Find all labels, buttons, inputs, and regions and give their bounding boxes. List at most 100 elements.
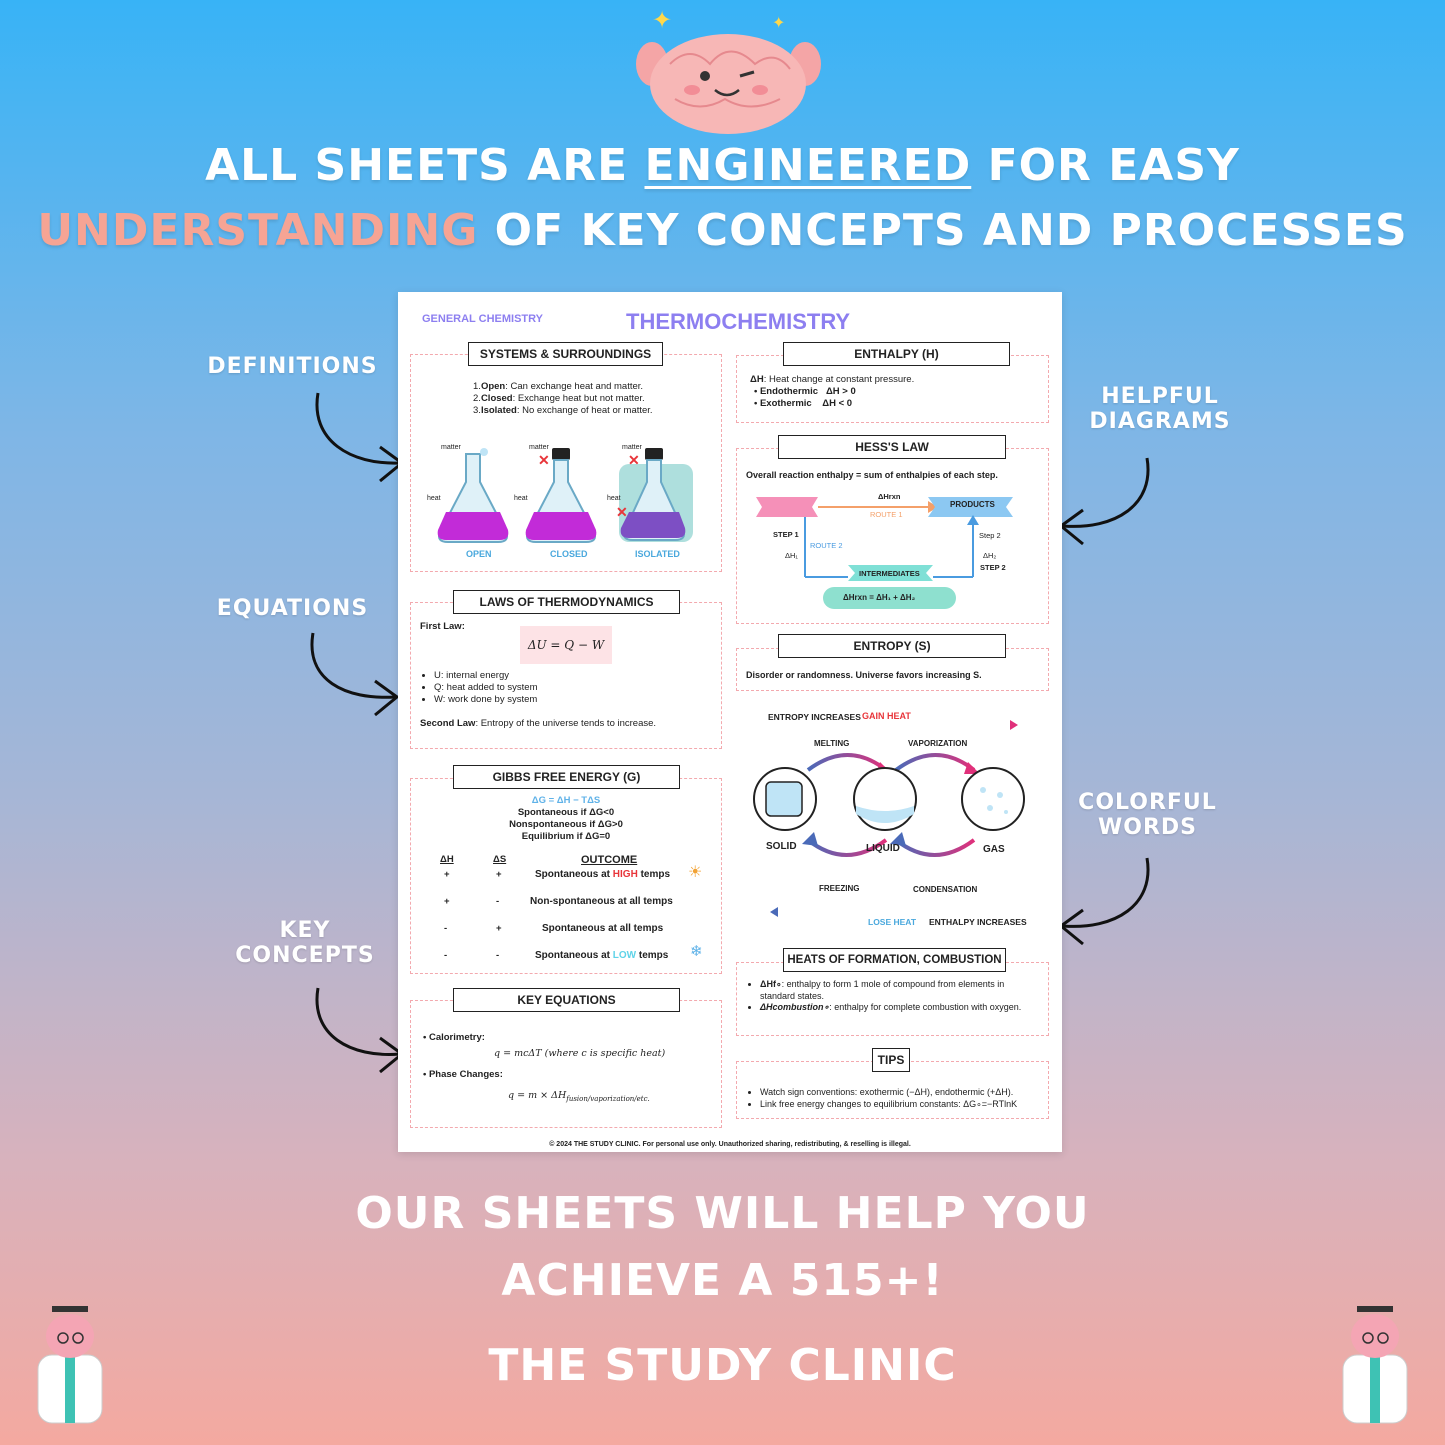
headline-underlined: ENGINEERED [644, 140, 972, 191]
liquid-label: LIQUID [866, 843, 900, 854]
gibbs-outcome: Spontaneous at all temps [542, 923, 664, 934]
gibbs-outcome: Spontaneous at LOW temps [535, 950, 669, 961]
headline-line-2: UNDERSTANDING OF KEY CONCEPTS AND PROCES… [0, 205, 1445, 256]
hess-products: PRODUCTS [950, 500, 995, 509]
flask-open-icon [437, 448, 509, 543]
phase-diagram [753, 720, 1025, 917]
flask-label: OPEN [466, 549, 492, 559]
arrow-icon [310, 632, 400, 717]
gibbs-cell: + [444, 869, 450, 880]
section-title: ENTHALPY (H) [783, 342, 1010, 366]
flask-label: CLOSED [550, 549, 588, 559]
section-title: SYSTEMS & SURROUNDINGS [468, 342, 663, 366]
gas-label: GAS [983, 844, 1005, 855]
gibbs-cell: + [496, 923, 502, 934]
gibbs-cell: - [496, 896, 500, 907]
hess-sum: ΔHrxn = ΔH₁ + ΔH₂ [843, 593, 916, 602]
arrow-icon [1058, 857, 1150, 946]
brain-mascot: ✦ ✦ [636, 6, 821, 134]
gibbs-equil: Equilibrium if ΔG=0 [521, 831, 611, 842]
second-law: Second Law: Entropy of the universe tend… [420, 718, 657, 729]
sparkle-icon: ✦ [652, 6, 672, 34]
headline-line-1: ALL SHEETS ARE ENGINEERED FOR EASY [0, 140, 1445, 191]
arrow-icon [315, 987, 405, 1074]
melting-label: MELTING [814, 739, 850, 748]
hess-dh1: ΔH₁ [785, 551, 798, 560]
arrow-icon [315, 392, 405, 483]
gibbs-cell: - [496, 950, 500, 961]
first-law-label: First Law: [420, 621, 465, 632]
hess-step2a: Step 2 [979, 531, 1001, 540]
phase-label: • Phase Changes: [423, 1069, 503, 1080]
headline-highlight: UNDERSTANDING [37, 205, 479, 256]
label-equations: EQUATIONS [216, 596, 369, 621]
study-sheet: GENERAL CHEMISTRY THERMOCHEMISTRY SYSTEM… [398, 292, 1062, 1152]
brand-name: THE STUDY CLINIC [488, 1340, 957, 1391]
calorimetry-equation: q = mcΔT (where c is specific heat) [494, 1048, 666, 1059]
doctor-brain-mascot [37, 1306, 103, 1424]
heat-label: heat [427, 495, 441, 502]
gibbs-header: ΔS [493, 854, 507, 865]
gibbs-nonspont: Nonspontaneous if ΔG>0 [509, 819, 623, 830]
heat-label: heat [514, 495, 528, 502]
bottom-line-1: OUR SHEETS WILL HELP YOU [355, 1188, 1090, 1239]
matter-label: matter [529, 444, 549, 451]
arrow-icon [1058, 457, 1150, 546]
gibbs-header: ΔH [440, 854, 454, 865]
hess-route2: ROUTE 2 [810, 541, 843, 550]
entropy-inc: ENTROPY INCREASES [768, 712, 861, 722]
flask-closed-icon [525, 448, 597, 543]
sparkle-icon: ✦ [772, 13, 785, 32]
section-key-equations [410, 1000, 722, 1128]
section-title: GIBBS FREE ENERGY (G) [453, 765, 680, 789]
phase-equation: q = m × ΔHfusion/vaporization/etc. [508, 1090, 650, 1103]
hess-route1: ROUTE 1 [870, 510, 903, 519]
enthalpy-def: ΔH: Heat change at constant pressure. [750, 374, 915, 385]
gibbs-outcome: Non-spontaneous at all temps [530, 896, 673, 907]
gibbs-cell: - [444, 950, 448, 961]
systems-list: 1.Open: Can exchange heat and matter. 2.… [473, 381, 653, 416]
condensation-label: CONDENSATION [913, 885, 978, 894]
headline-text: FOR EASY [987, 140, 1240, 191]
gibbs-spont: Spontaneous if ΔG<0 [517, 807, 615, 818]
exothermic: • Exothermic ΔH < 0 [754, 398, 853, 409]
sheet-title: THERMOCHEMISTRY [626, 309, 851, 334]
flask-label: ISOLATED [635, 549, 680, 559]
gibbs-outcome: Spontaneous at HIGH temps [535, 869, 671, 880]
lose-heat: LOSE HEAT [868, 917, 917, 927]
hess-dh2: ΔH₂ [983, 551, 997, 560]
gibbs-equation: ΔG = ΔH − TΔS [531, 795, 601, 806]
section-title: HESS'S LAW [778, 435, 1006, 459]
heats-list: ΔHf∘: enthalpy to form 1 mole of compoun… [760, 979, 1040, 1014]
hess-dhrxn: ΔHrxn [878, 492, 901, 501]
x-icon: ✕ [538, 452, 550, 468]
sheet-footer: © 2024 THE STUDY CLINIC. For personal us… [549, 1141, 911, 1148]
snowflake-thermometer-icon: ❄ [690, 943, 703, 960]
matter-label: matter [441, 444, 461, 451]
vaporization-label: VAPORIZATION [908, 739, 968, 748]
label-definitions: DEFINITIONS [207, 354, 378, 379]
doctor-brain-mascot [1342, 1306, 1408, 1424]
solid-label: SOLID [766, 841, 797, 852]
gibbs-cell: + [496, 869, 502, 880]
matter-label: matter [622, 444, 642, 451]
headline-text: OF KEY CONCEPTS AND PROCESSES [494, 205, 1408, 256]
tips-list: Watch sign conventions: exothermic (−ΔH)… [760, 1086, 1045, 1110]
gibbs-cell: - [444, 923, 448, 934]
enthalpy-inc: ENTHALPY INCREASES [929, 917, 1027, 927]
calorimetry-label: • Calorimetry: [423, 1032, 485, 1043]
hess-desc: Overall reaction enthalpy = sum of entha… [746, 470, 998, 480]
hess-step2: STEP 2 [980, 563, 1006, 572]
entropy-desc: Disorder or randomness. Universe favors … [746, 670, 982, 680]
gain-heat: GAIN HEAT [862, 711, 911, 721]
x-icon: ✕ [628, 452, 640, 468]
hess-intermediates: INTERMEDIATES [859, 569, 920, 578]
x-icon: ✕ [616, 504, 628, 520]
laws-bullets: U: internal energy Q: heat added to syst… [434, 670, 538, 706]
heat-label: heat [607, 495, 621, 502]
section-title: LAWS OF THERMODYNAMICS [453, 590, 680, 614]
freezing-label: FREEZING [819, 884, 860, 893]
section-title: HEATS OF FORMATION, COMBUSTION [783, 948, 1006, 972]
